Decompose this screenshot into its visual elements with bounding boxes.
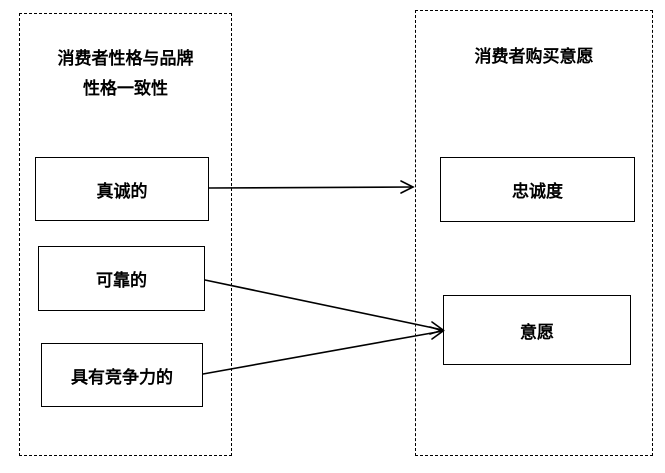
edge-reliable-to-intention — [204, 279, 444, 331]
arrowhead-sincere — [400, 180, 415, 194]
right-group-box: 消费者购买意愿 — [415, 10, 653, 456]
node-loyalty: 忠诚度 — [440, 157, 635, 222]
node-sincere: 真诚的 — [35, 157, 209, 221]
left-group-title-line1: 消费者性格与品牌 — [57, 49, 194, 69]
node-reliable: 可靠的 — [38, 246, 205, 311]
right-group-title: 消费者购买意愿 — [474, 47, 594, 67]
left-group-title-line2: 性格一致性 — [83, 79, 168, 99]
edge-sincere-to-right-group — [208, 186, 414, 189]
node-intention: 意愿 — [443, 295, 631, 365]
arrowhead-competitive — [429, 326, 445, 340]
node-competitive: 具有竞争力的 — [41, 343, 203, 407]
edge-competitive-to-intention — [202, 330, 444, 375]
left-group-box: 消费者性格与品牌 性格一致性 — [19, 13, 232, 456]
